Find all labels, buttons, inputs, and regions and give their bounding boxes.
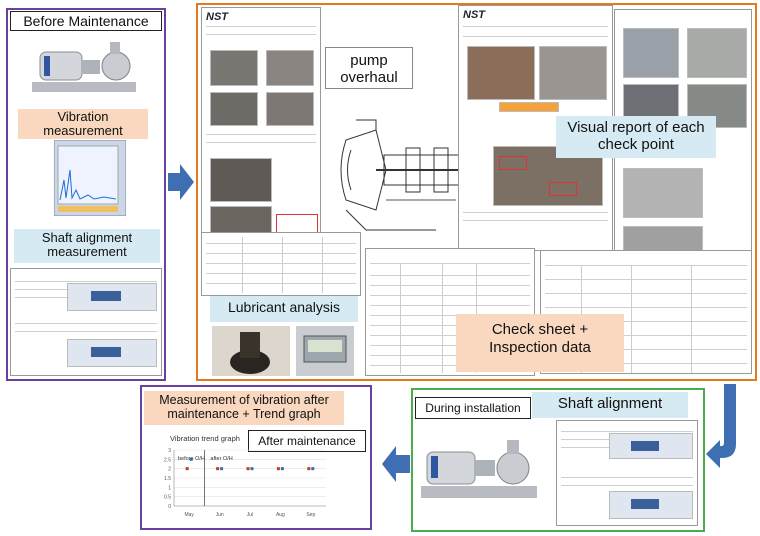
vibration-measurement-label: Vibration measurement [18,109,148,139]
data-point [276,467,280,471]
data-point [250,467,254,471]
arrow-left-icon [382,446,410,482]
visual-report-label: Visual report of each check point [556,116,716,158]
data-point [311,467,315,471]
y-tick-label: 0 [168,504,171,510]
pump-image-installation [421,440,537,498]
data-point [185,467,189,471]
alignment-report-before [10,268,162,376]
lubricant-meter-image [296,326,354,376]
during-installation-panel [411,388,705,532]
company-logo-2: NST [463,9,485,21]
y-tick-label: 2.5 [164,457,171,463]
arrow-down-left-icon [706,384,736,468]
pump-cross-section-drawing [326,100,476,240]
before-maintenance-panel [6,8,166,381]
check-sheet-label: Check sheet + Inspection data [456,314,624,372]
x-tick-label: Jun [216,512,224,518]
lubricant-analysis-label: Lubricant analysis [210,296,358,322]
after-maintenance-label: After maintenance [248,430,366,452]
x-tick-label: Sep [306,512,315,518]
data-point [280,467,284,471]
after-maintenance-panel [140,385,372,530]
alignment-report-after [556,420,698,526]
company-logo: NST [206,11,228,23]
y-tick-label: 3 [168,448,171,454]
pump-image-before [32,42,136,92]
after-oh-label: after O/H [210,456,232,462]
vibration-trend-graph-title: Vibration trend graph [170,434,240,443]
maintenance-report-panel [196,3,757,381]
photo-report-doc-1: NST [201,7,321,247]
data-point [216,467,220,471]
x-tick-label: Aug [276,512,285,518]
y-tick-label: 1.5 [164,476,171,482]
data-point [220,467,224,471]
during-installation-label: During installation [415,397,531,419]
shaft-alignment-measurement-label: Shaft alignment measurement [14,229,160,263]
y-tick-label: 0.5 [164,495,171,501]
lubricant-sample-image [212,326,290,376]
x-tick-label: May [184,512,194,518]
pump-overhaul-label: pump overhaul [325,47,413,89]
arrow-right-icon [168,164,194,200]
inspection-data-table [201,232,361,296]
shaft-alignment-label: Shaft alignment [532,392,688,418]
data-point [307,467,311,471]
data-point [189,457,193,461]
vibration-spectrum-image [54,140,126,216]
data-point [246,467,250,471]
before-maintenance-title: Before Maintenance [10,11,162,31]
y-tick-label: 1 [168,485,171,491]
x-tick-label: Jul [247,512,253,518]
y-tick-label: 2 [168,467,171,473]
measurement-after-maintenance-label: Measurement of vibration after maintenan… [144,391,344,425]
